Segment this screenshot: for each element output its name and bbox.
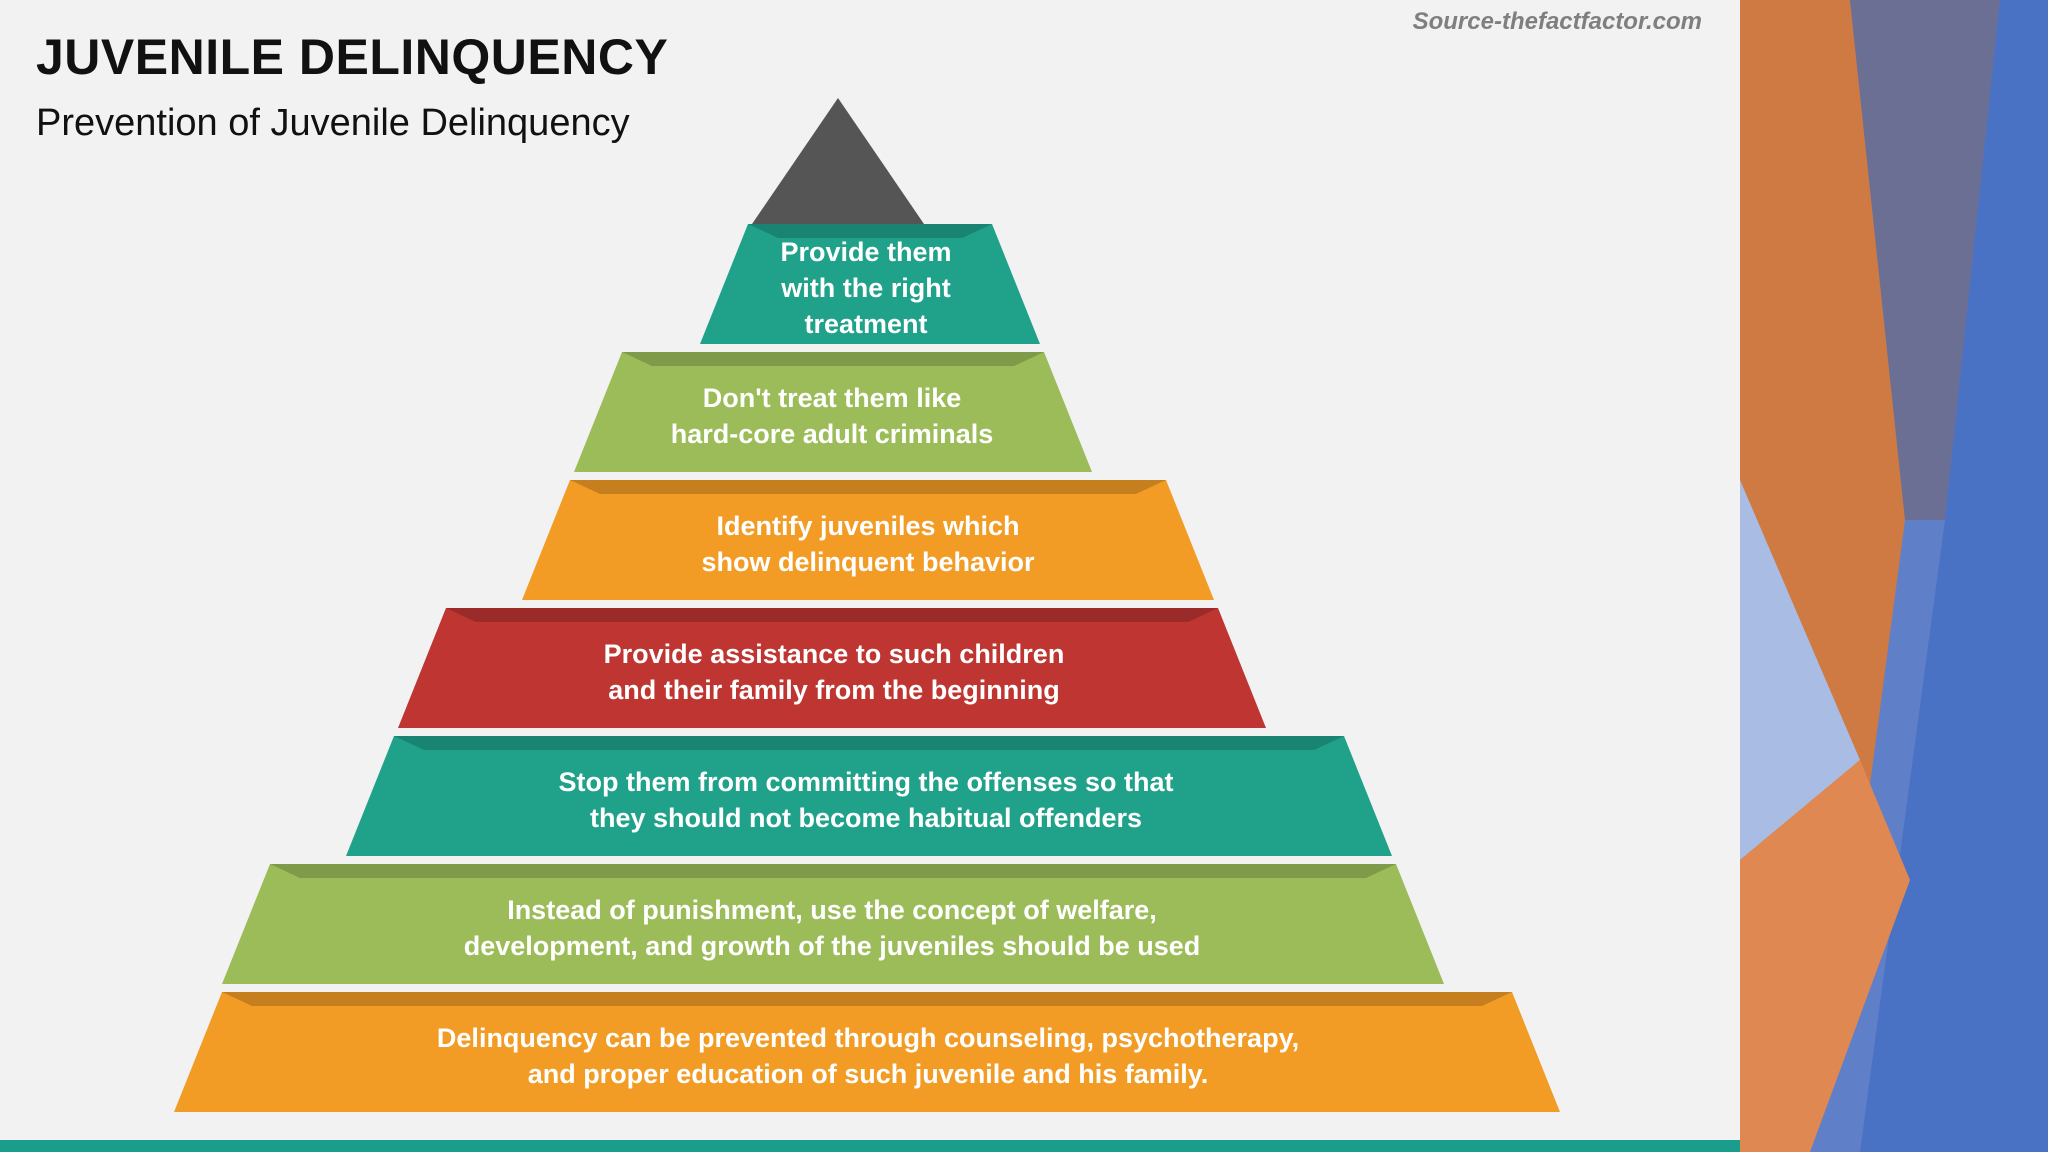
pyramid-level-shadow (570, 480, 1166, 494)
pyramid-level-3-line-1: Identify juveniles which (716, 511, 1019, 541)
pyramid-level-7-line-1: Delinquency can be prevented through cou… (437, 1023, 1299, 1053)
pyramid-level-shadow (446, 608, 1218, 622)
pyramid-level-2 (574, 352, 1092, 472)
pyramid-level-shadow (748, 224, 992, 238)
pyramid-level-shadow (622, 352, 1044, 366)
source-credit: Source-thefactfactor.com (1412, 8, 1702, 35)
pyramid-level-4 (398, 608, 1266, 728)
deco-blue-shape (1860, 0, 2048, 1152)
deco-slate-shape (1850, 0, 2000, 520)
pyramid-level-shadow (270, 864, 1396, 878)
pyramid-level-4-line-1: Provide assistance to such children (604, 639, 1065, 669)
pyramid-level-2-line-2: hard-core adult criminals (671, 419, 994, 449)
bottom-accent-bar (0, 1140, 1740, 1152)
pyramid-level-1-line-1: Provide them (780, 237, 951, 267)
pyramid-level-1-line-2: with the right (780, 273, 950, 303)
pyramid-apex (752, 98, 924, 224)
slide-subtitle: Prevention of Juvenile Delinquency (36, 102, 630, 144)
pyramid-level-4-line-2: and their family from the beginning (608, 675, 1060, 705)
pyramid-level-7-line-2: and proper education of such juvenile an… (528, 1059, 1209, 1089)
slide-title: JUVENILE DELINQUENCY (36, 29, 669, 85)
pyramid-level-6-line-2: development, and growth of the juveniles… (464, 931, 1201, 961)
pyramid-level-3 (522, 480, 1214, 600)
pyramid-level-6 (222, 864, 1444, 984)
slide: JUVENILE DELINQUENCY Prevention of Juven… (0, 8, 1740, 1152)
pyramid-level-shadow (394, 736, 1344, 750)
pyramid-level-6-line-1: Instead of punishment, use the concept o… (507, 895, 1157, 925)
pyramid-level-5-line-1: Stop them from committing the offenses s… (558, 767, 1173, 797)
pyramid-level-2-line-1: Don't treat them like (703, 383, 961, 413)
decorative-side-panel (1740, 0, 2048, 1152)
pyramid-level-7 (174, 992, 1560, 1112)
deco-light-orange-shape (1740, 760, 1910, 1152)
pyramid-level-shadow (222, 992, 1512, 1006)
deco-light-blue-shape (1740, 480, 1860, 860)
prevention-pyramid: Provide them with the right treatmentDon't… (174, 98, 1560, 1112)
pyramid-level-5 (346, 736, 1392, 856)
pyramid-level-1-line-3: treatment (804, 309, 927, 339)
pyramid-level-3-line-2: show delinquent behavior (701, 547, 1035, 577)
pyramid-level-1 (700, 224, 1040, 344)
pyramid-level-5-line-2: they should not become habitual offender… (590, 803, 1142, 833)
